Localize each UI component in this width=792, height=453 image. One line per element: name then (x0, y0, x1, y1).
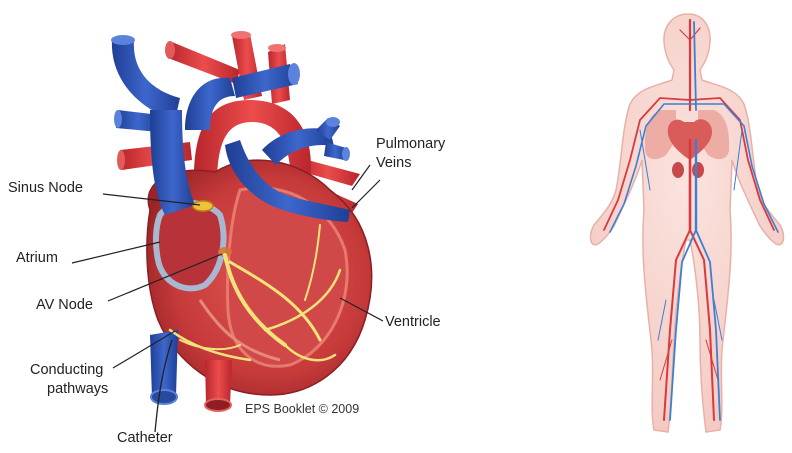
label-pulmonary-line2: Veins (376, 155, 411, 172)
body-silhouette (591, 14, 784, 432)
label-ventricle: Ventricle (385, 314, 441, 331)
copyright-credit: EPS Booklet © 2009 (245, 402, 359, 416)
label-atrium: Atrium (16, 250, 58, 267)
arteries (604, 20, 774, 420)
kidney-right (692, 162, 704, 178)
label-sinus-node: Sinus Node (8, 180, 83, 197)
label-catheter: Catheter (117, 430, 173, 447)
atrium-chamber (156, 203, 224, 288)
label-pulmonary-line1: Pulmonary (376, 136, 445, 153)
heart-illustration (111, 31, 372, 432)
circulatory-body-figure (591, 14, 784, 432)
label-conducting-line1: Conducting (30, 362, 103, 379)
label-conducting-line2: pathways (47, 381, 108, 398)
sinus-node (193, 201, 213, 211)
kidney-left (672, 162, 684, 178)
label-av-node: AV Node (36, 297, 93, 314)
